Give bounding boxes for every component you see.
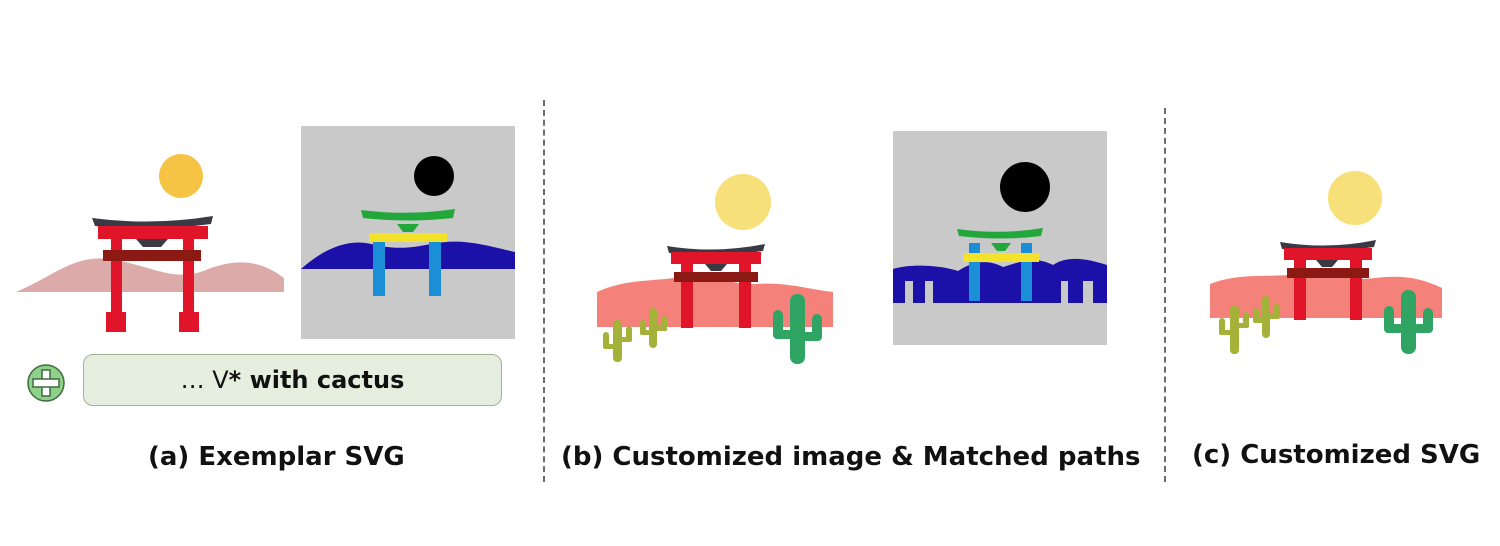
customized-image — [597, 174, 833, 364]
gate-plaque — [136, 239, 168, 247]
exemplar-svg-image — [16, 154, 284, 332]
caption-c: (c) Customized SVG — [1192, 440, 1481, 470]
gate-mid-beam — [103, 250, 201, 261]
cactus-green-right — [773, 294, 822, 364]
cactus-green-right — [1384, 290, 1433, 354]
hill-mask-shape — [301, 241, 515, 269]
hill-mask-shape — [893, 258, 1107, 303]
prompt-bold-suffix: * with cactus — [228, 366, 405, 394]
gate-top-beam — [98, 226, 208, 239]
matched-paths-image — [893, 131, 1107, 345]
sun-shape — [159, 154, 203, 198]
cactus-olive-left — [603, 308, 667, 362]
plus-icon[interactable] — [26, 363, 66, 403]
gate-roof — [92, 216, 213, 229]
sun-mask-shape — [414, 156, 454, 196]
divider-right — [1164, 108, 1166, 482]
gate-post-right — [183, 239, 194, 331]
divider-left — [543, 100, 545, 482]
hill-shape — [16, 258, 284, 292]
cactus-olive-left — [1219, 296, 1280, 354]
text-prompt-box[interactable]: … V* with cactus — [83, 354, 502, 406]
caption-a: (a) Exemplar SVG — [148, 442, 405, 472]
sun-mask-shape — [1000, 162, 1050, 212]
sun-shape — [715, 174, 771, 230]
prompt-prefix: … V — [180, 366, 229, 394]
sun-shape — [1328, 171, 1382, 225]
customized-svg-image — [1210, 171, 1442, 354]
exemplar-mask-image — [301, 126, 515, 339]
gate-post-left — [111, 239, 122, 331]
caption-b: (b) Customized image & Matched paths — [561, 442, 1141, 472]
